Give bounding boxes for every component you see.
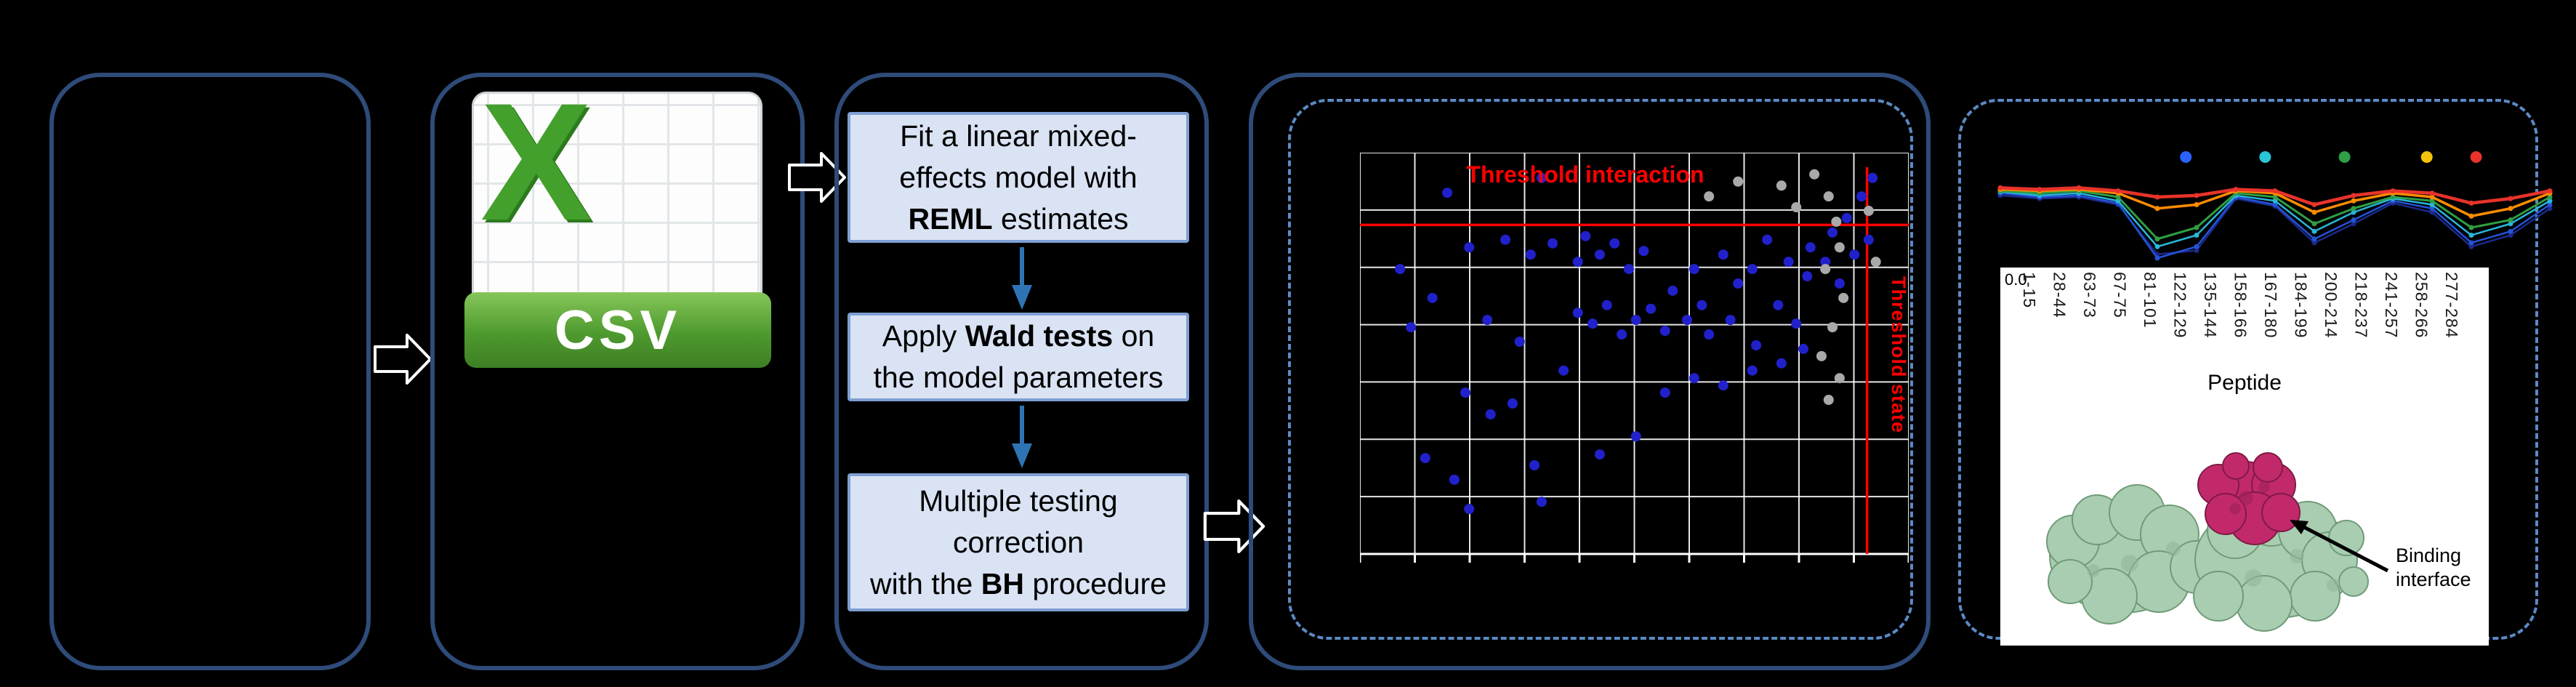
step-line: Multiple testing <box>919 483 1118 518</box>
peptide-axis-label: 218-237 <box>2351 272 2371 339</box>
step-line: Apply Wald tests on <box>882 319 1155 353</box>
panel-method: Fit a linear mixed- effects model with R… <box>834 73 1209 670</box>
binding-interface-label: Binding interface <box>2396 545 2471 590</box>
method-step-2: Apply Wald tests on the model parameters <box>848 313 1189 401</box>
peptide-axis-label: 158-166 <box>2231 272 2250 339</box>
peptide-axis-label: 28-44 <box>2050 272 2069 318</box>
step-line: correction <box>952 525 1084 559</box>
uptake-line-chart <box>1997 151 2553 261</box>
method-step-1: Fit a linear mixed- effects model with R… <box>848 112 1189 243</box>
peptide-axis-label: 258-266 <box>2412 272 2431 339</box>
csv-banner: CSV <box>464 292 771 368</box>
peptide-axis-label: 167-180 <box>2261 272 2280 339</box>
peptide-axis-label: 1-15 <box>2020 272 2039 309</box>
annotation-arrow-icon <box>2290 520 2389 573</box>
peptide-axis-label: 241-257 <box>2382 272 2401 339</box>
peptide-axis-label: 200-214 <box>2322 272 2340 339</box>
peptide-axis-label: 135-144 <box>2201 272 2220 339</box>
method-step-3: Multiple testing correction with the BH … <box>848 473 1189 611</box>
down-arrow-icon <box>1012 406 1032 468</box>
step-line: with the BH procedure <box>870 566 1167 600</box>
significance-scatter-plot <box>1360 153 1909 563</box>
panel-csv: X CSV <box>430 73 805 670</box>
peptide-axis-label: 277-284 <box>2442 272 2461 339</box>
csv-x-letter: X <box>480 68 592 255</box>
dashed-results-frame <box>1288 99 1913 640</box>
down-arrow-icon <box>1012 247 1032 310</box>
panel-input <box>49 73 371 670</box>
y-axis-tick-label: 0.0 <box>2005 270 2027 289</box>
peptide-axis-label: 67-75 <box>2110 272 2130 318</box>
threshold-interaction-label: Threshold interaction <box>1466 161 1704 188</box>
peptide-axis-labels: 1-15 28-44 63-73 67-75 81-101 122-129 135-144 1… <box>2000 268 2489 384</box>
peptide-axis-label: 122-129 <box>2170 272 2190 339</box>
step-line: the model parameters <box>873 361 1164 394</box>
panel-results-global <box>1249 73 1931 670</box>
step-line: effects model with <box>899 160 1138 194</box>
flow-arrow-icon <box>788 152 846 203</box>
peptide-axis-label: 81-101 <box>2141 272 2160 329</box>
flow-arrow-icon <box>374 334 432 385</box>
peptide-axis-label: 184-199 <box>2291 272 2311 339</box>
protein-structure-image <box>2046 452 2389 632</box>
threshold-state-label: Threshold state <box>1888 276 1909 434</box>
step-line: REML estimates <box>908 201 1129 236</box>
peptide-axis-title: Peptide <box>2207 371 2282 395</box>
peptide-axis-label: 63-73 <box>2080 272 2099 318</box>
csv-file-icon: X CSV <box>464 79 771 368</box>
step-line: Fit a linear mixed- <box>900 118 1137 153</box>
